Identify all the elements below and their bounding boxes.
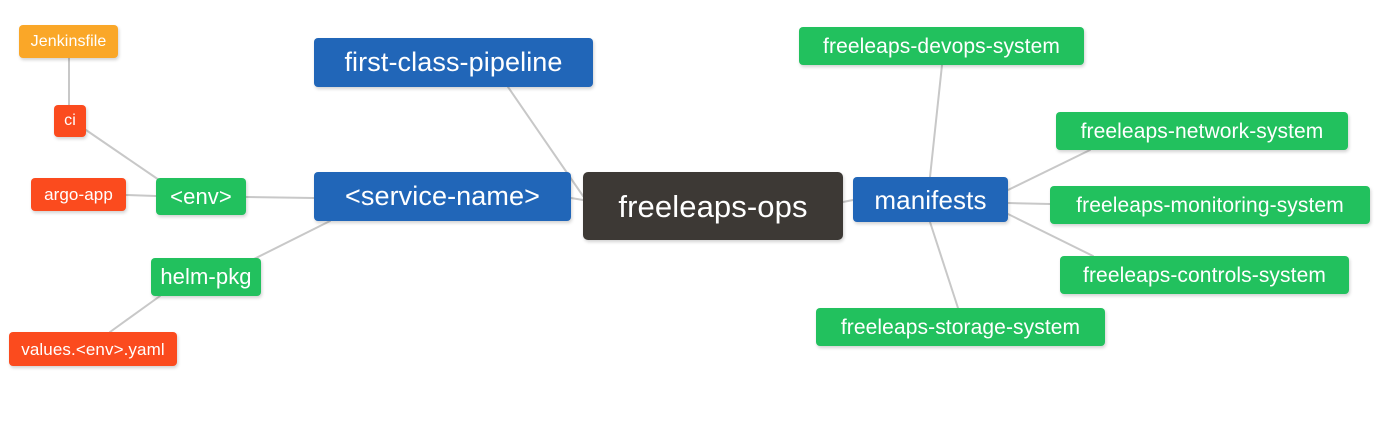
edge-env-to-ci xyxy=(85,129,163,183)
edge-manifests-to-freeleaps-devops-system xyxy=(929,64,943,178)
node-env[interactable]: <env> xyxy=(156,178,246,215)
node-argo-app[interactable]: argo-app xyxy=(31,178,126,211)
node-manifests[interactable]: manifests xyxy=(853,177,1008,222)
edge-freeleaps-ops-to-service-name xyxy=(570,197,584,201)
edge-manifests-to-freeleaps-storage-system xyxy=(929,221,959,309)
edge-helm-pkg-to-values-env-yaml xyxy=(109,295,161,333)
edge-freeleaps-ops-to-manifests xyxy=(842,199,854,203)
node-freeleaps-storage-system[interactable]: freeleaps-storage-system xyxy=(816,308,1105,346)
node-helm-pkg[interactable]: helm-pkg xyxy=(151,258,261,296)
node-freeleaps-network-system[interactable]: freeleaps-network-system xyxy=(1056,112,1348,150)
node-values-env-yaml[interactable]: values.<env>.yaml xyxy=(9,332,177,366)
edge-service-name-to-helm-pkg xyxy=(247,220,331,263)
edge-manifests-to-freeleaps-network-system xyxy=(1007,149,1091,191)
node-service-name[interactable]: <service-name> xyxy=(314,172,571,221)
node-freeleaps-monitoring-system[interactable]: freeleaps-monitoring-system xyxy=(1050,186,1370,224)
node-first-class-pipeline[interactable]: first-class-pipeline xyxy=(314,38,593,87)
edge-env-to-argo-app xyxy=(125,194,157,197)
node-ci[interactable]: ci xyxy=(54,105,86,137)
node-freeleaps-devops-system[interactable]: freeleaps-devops-system xyxy=(799,27,1084,65)
edge-service-name-to-env xyxy=(245,196,315,199)
edge-manifests-to-freeleaps-monitoring-system xyxy=(1007,202,1051,205)
node-freeleaps-ops[interactable]: freeleaps-ops xyxy=(583,172,843,240)
node-freeleaps-controls-system[interactable]: freeleaps-controls-system xyxy=(1060,256,1349,294)
node-jenkinsfile[interactable]: Jenkinsfile xyxy=(19,25,118,58)
